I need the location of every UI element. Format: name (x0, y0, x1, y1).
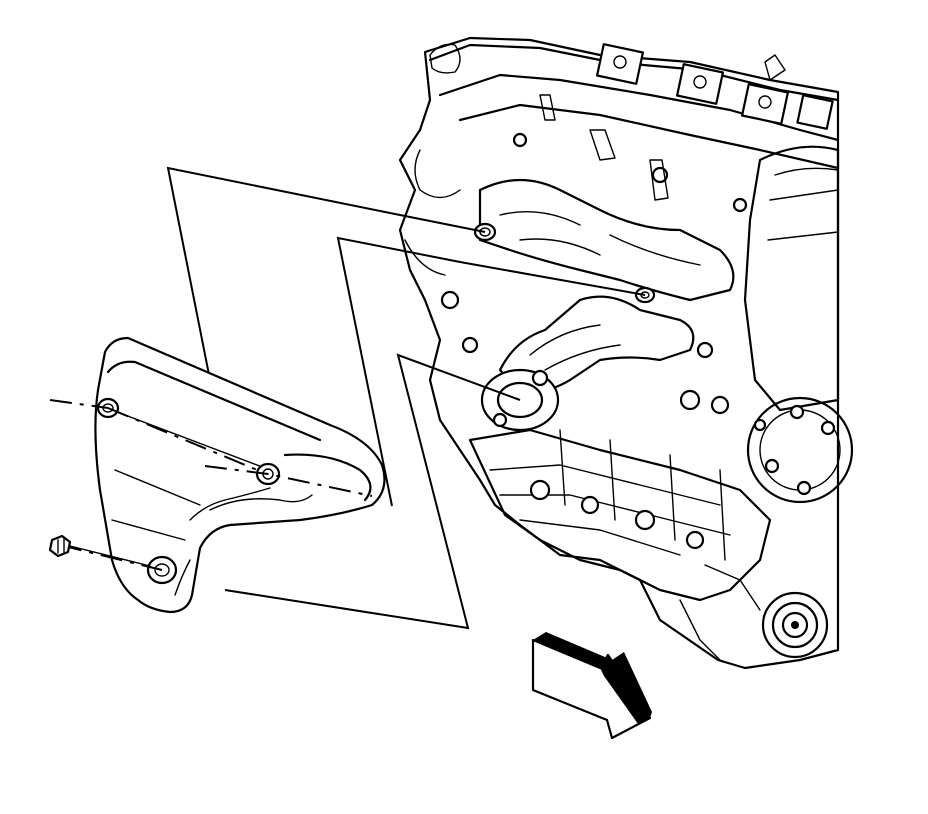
front-of-vehicle-arrow-icon (531, 632, 652, 740)
alignment-lines (49, 399, 373, 571)
timing-cover (743, 145, 840, 412)
intake-runners (478, 178, 735, 302)
heat-shield-outline (94, 336, 386, 614)
heat-shield (94, 336, 386, 614)
leader-top (166, 166, 486, 406)
bolt-icon (48, 534, 151, 567)
exhaust-manifold (498, 295, 695, 394)
engine-outline (398, 36, 840, 670)
engine-illustration (398, 36, 854, 670)
leader-middle (336, 236, 646, 507)
leader-lower (224, 353, 521, 630)
engine-block-lower (468, 428, 772, 602)
ignition-coils (596, 43, 834, 130)
engine-bosses (440, 132, 748, 550)
cover-plate (746, 396, 854, 504)
crank-pulley (761, 591, 829, 659)
